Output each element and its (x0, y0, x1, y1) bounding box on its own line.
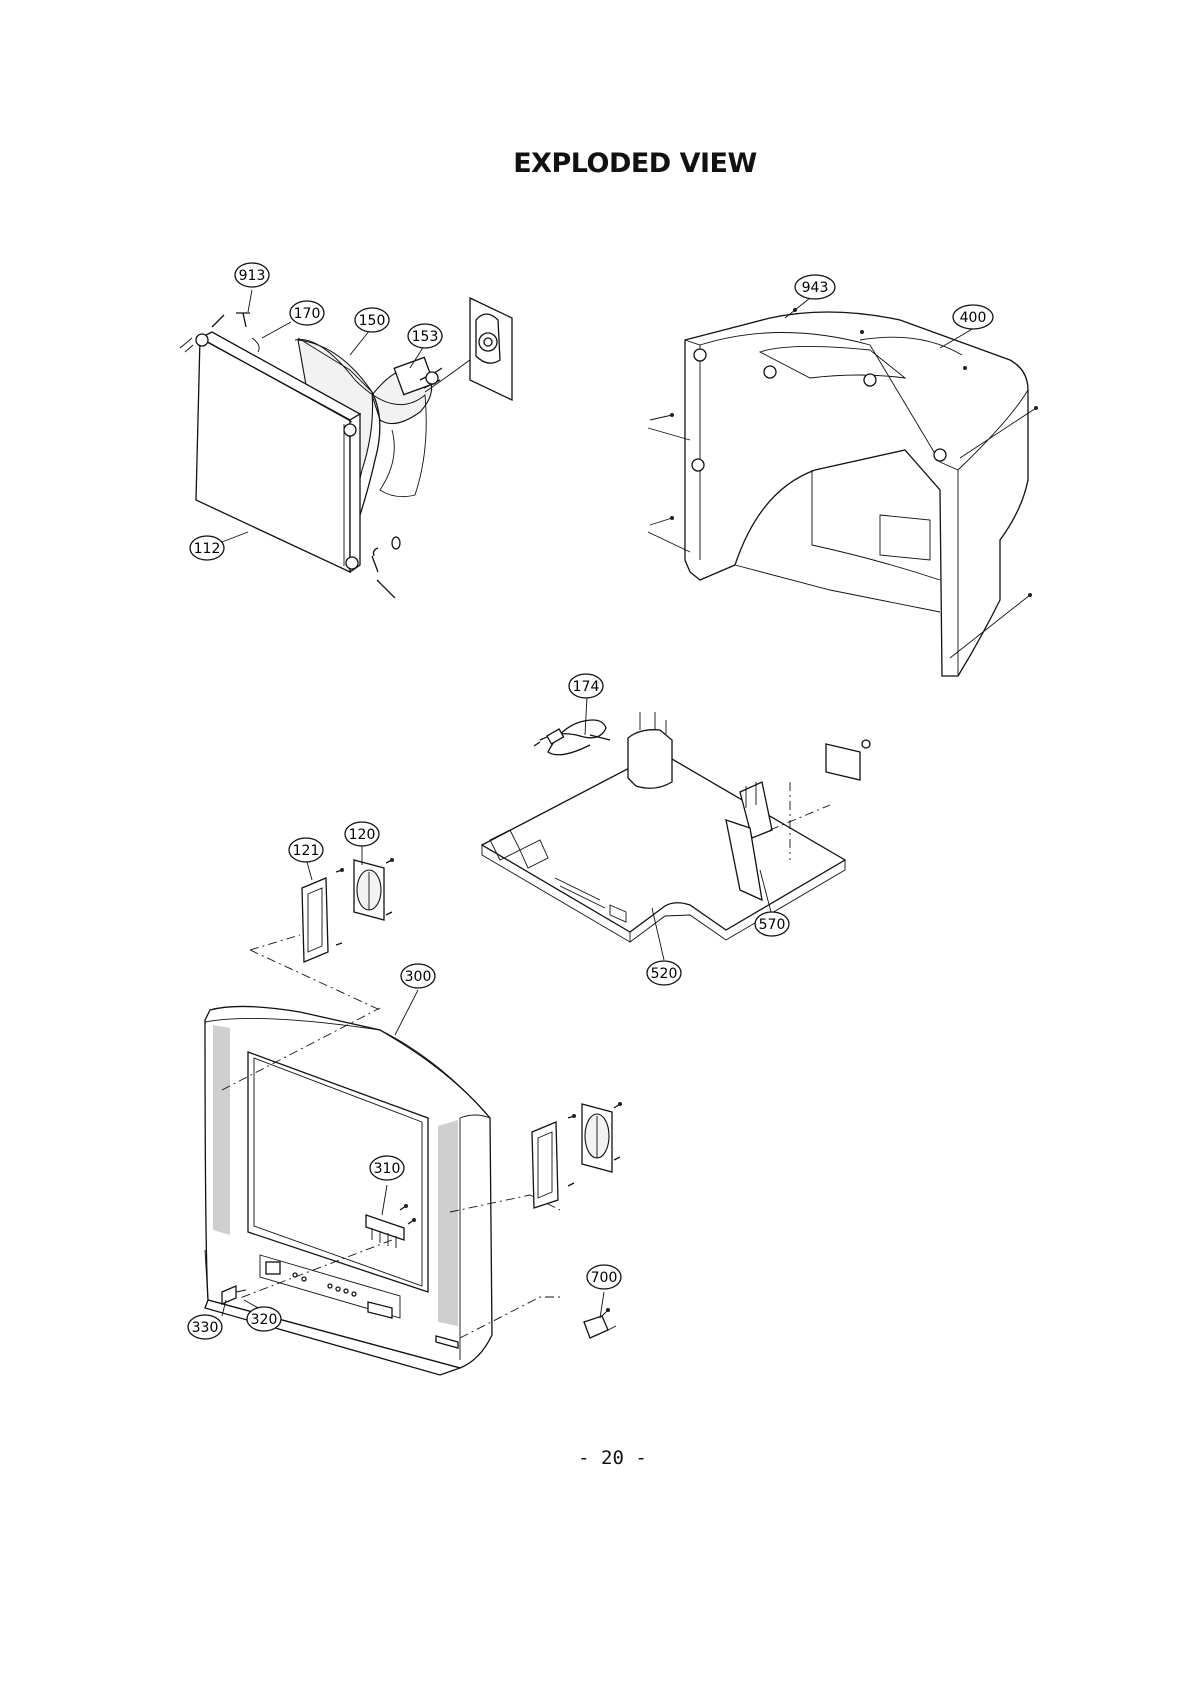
callout-120: 120 (345, 822, 379, 846)
svg-text:170: 170 (294, 306, 321, 322)
svg-text:121: 121 (293, 843, 320, 859)
callout-520: 520 (647, 961, 681, 985)
callout-174: 174 (569, 674, 603, 698)
callout-700: 700 (587, 1265, 621, 1289)
callout-330: 330 (188, 1315, 222, 1339)
callout-153: 153 (408, 324, 442, 348)
left-speaker-assembly (250, 858, 394, 1010)
callout-310: 310 (370, 1156, 404, 1180)
callout-320: 320 (247, 1307, 281, 1331)
svg-text:400: 400 (960, 310, 987, 326)
callout-112: 112 (190, 536, 224, 560)
callout-913: 913 (235, 263, 269, 287)
svg-text:112: 112 (194, 541, 221, 557)
svg-text:300: 300 (405, 969, 432, 985)
callout-570: 570 (755, 912, 789, 936)
svg-text:310: 310 (374, 1161, 401, 1177)
svg-text:520: 520 (651, 966, 678, 982)
svg-text:153: 153 (412, 329, 439, 345)
svg-text:120: 120 (349, 827, 376, 843)
svg-text:320: 320 (251, 1312, 278, 1328)
callout-170: 170 (290, 301, 324, 325)
callout-121: 121 (289, 838, 323, 862)
svg-text:330: 330 (192, 1320, 219, 1336)
callout-943: 943 (795, 275, 835, 299)
svg-text:913: 913 (239, 268, 266, 284)
page-number: - 20 - (0, 1447, 1192, 1469)
main-pcb (482, 712, 870, 942)
callout-300: 300 (401, 964, 435, 988)
svg-text:700: 700 (591, 1270, 618, 1286)
power-cord (534, 720, 610, 755)
back-cover (648, 308, 1038, 676)
svg-text:943: 943 (802, 280, 829, 296)
svg-text:174: 174 (573, 679, 600, 695)
svg-text:150: 150 (359, 313, 386, 329)
module-700 (584, 1308, 616, 1338)
right-speaker-assembly (532, 1102, 622, 1208)
picture-tube-assembly (180, 298, 512, 598)
svg-text:570: 570 (759, 917, 786, 933)
callout-400: 400 (953, 305, 993, 329)
callout-150: 150 (355, 308, 389, 332)
